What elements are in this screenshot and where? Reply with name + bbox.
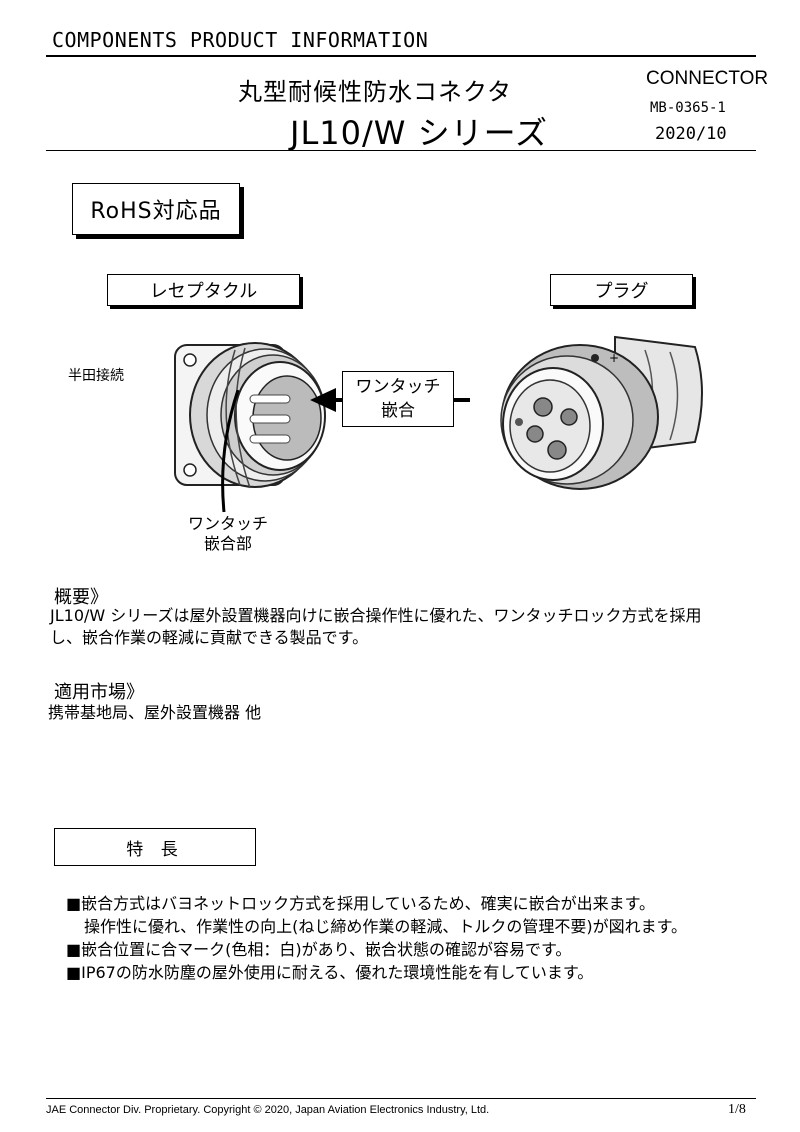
feature-item-2: ■嵌合位置に合マーク(色相：白)があり、嵌合状態の確認が容易です。 [66, 940, 572, 959]
rohs-badge: RoHS対応品 [72, 183, 240, 235]
overview-line-1: JL10/W シリーズは屋外設置機器向けに嵌合操作性に優れた、ワンタッチロック方… [50, 606, 702, 625]
feature-item-1: ■嵌合方式はバヨネットロック方式を採用しているため、確実に嵌合が出来ます。 [66, 894, 656, 913]
page-title-jp: 丸型耐候性防水コネクタ [238, 78, 513, 106]
one-touch-mating-label: ワンタッチ 嵌合 [342, 371, 454, 427]
solder-connection-note: 半田接続 [68, 368, 124, 384]
document-date: 2020/10 [655, 124, 727, 144]
market-body: 携帯基地局、屋外設置機器 他 [48, 703, 262, 722]
features-list: ■嵌合方式はバヨネットロック方式を採用しているため、確実に嵌合が出来ます。 操作… [66, 892, 766, 984]
page-title-series: JL10/W シリーズ [290, 114, 548, 152]
footer-rule [46, 1098, 756, 1099]
document-type: COMPONENTS PRODUCT INFORMATION [52, 28, 429, 52]
mating-part-leader [221, 390, 240, 513]
plug-illustration: + [500, 335, 703, 490]
overview-line-2: し、嵌合作業の軽減に貢献できる製品です。 [50, 628, 369, 647]
overview-body: JL10/W シリーズは屋外設置機器向けに嵌合操作性に優れた、ワンタッチロック方… [50, 605, 760, 649]
receptacle-label: レセプタクル [107, 274, 300, 306]
header-rule [46, 55, 756, 57]
one-touch-mating-line2: 嵌合 [381, 401, 415, 421]
market-heading: 適用市場》 [54, 682, 144, 703]
footer-copyright: JAE Connector Div. Proprietary. Copyrigh… [46, 1104, 490, 1116]
one-touch-mating-line1: ワンタッチ [355, 377, 441, 397]
overview-heading: 概要》 [54, 587, 108, 608]
document-number: MB-0365-1 [650, 100, 726, 116]
one-touch-mating-part-line1: ワンタッチ [187, 514, 268, 533]
features-heading: 特 長 [54, 828, 256, 866]
receptacle-illustration [174, 342, 326, 489]
feature-item-3: ■IP67の防水防塵の屋外使用に耐える、優れた環境性能を有しています。 [66, 963, 594, 982]
svg-text:+: + [609, 351, 619, 365]
page-number: 1/8 [728, 1102, 746, 1117]
feature-item-1-cont: 操作性に優れ、作業性の向上(ねじ締め作業の軽減、トルクの管理不要)が図れます。 [84, 917, 688, 936]
plug-label: プラグ [550, 274, 693, 306]
category-label: CONNECTOR [646, 68, 769, 89]
title-rule [46, 150, 756, 151]
one-touch-mating-part-label: ワンタッチ 嵌合部 [178, 514, 278, 554]
one-touch-mating-part-line2: 嵌合部 [203, 534, 252, 553]
